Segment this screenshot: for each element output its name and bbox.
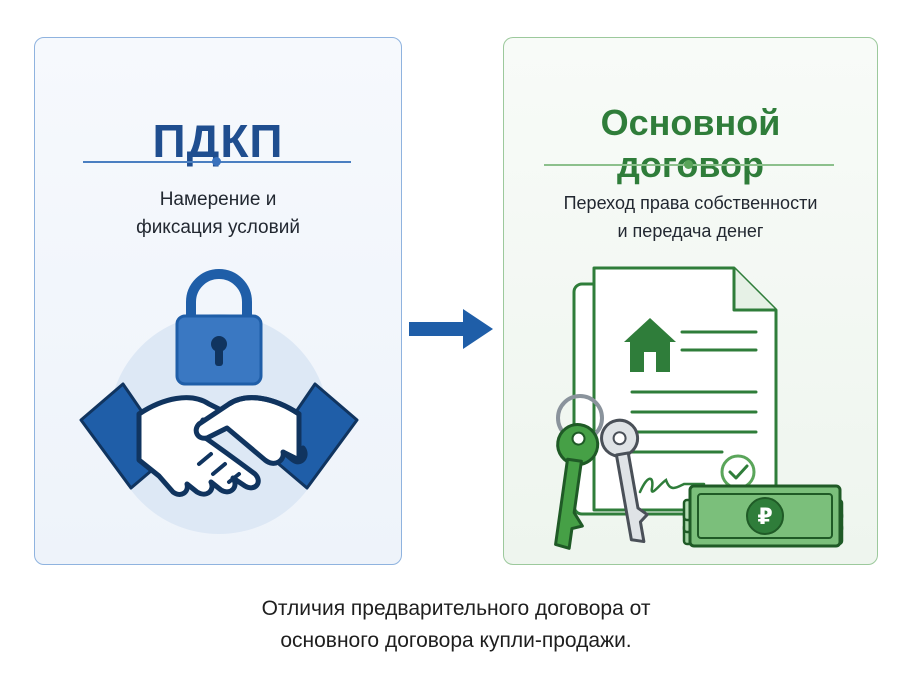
card-title-right: Основной договор — [504, 102, 877, 186]
divider-right — [544, 160, 834, 169]
divider-left — [83, 157, 351, 166]
card-description-right: Переход права собственности и передача д… — [504, 189, 877, 245]
arrow-right-icon — [409, 309, 493, 349]
signature-icon — [638, 477, 706, 494]
caption-line2: основного договора купли-продажи. — [280, 629, 632, 652]
money-stack-icon — [682, 484, 844, 548]
lock-icon — [175, 269, 263, 386]
card-description-left-line2: фиксация условий — [136, 217, 300, 238]
house-icon — [624, 318, 676, 372]
card-title-right-line1: Основной — [600, 102, 781, 143]
contract-keys-money-illustration: ₽ — [554, 266, 844, 550]
ruble-symbol: ₽ — [757, 505, 772, 530]
card-description-left-line1: Намерение и — [159, 189, 277, 210]
card-description-right-line1: Переход права собственности — [563, 193, 818, 213]
divider-dot-right — [684, 160, 693, 169]
checkmark-icon — [720, 454, 756, 490]
caption-line1: Отличия предварительного договора от — [261, 597, 651, 620]
card-description-right-line2: и передача денег — [617, 221, 764, 241]
card-description-left: Намерение и фиксация условий — [35, 186, 401, 242]
card-main-contract: Основной договор Переход права собственн… — [503, 37, 878, 565]
divider-dot-left — [212, 157, 221, 166]
handshake-lock-illustration — [79, 269, 359, 534]
caption: Отличия предварительного договора от осн… — [0, 593, 912, 657]
card-preliminary-contract: ПДКП Намерение и фиксация условий — [34, 37, 402, 565]
handshake-icon — [79, 382, 359, 497]
keys-icon — [554, 394, 649, 550]
